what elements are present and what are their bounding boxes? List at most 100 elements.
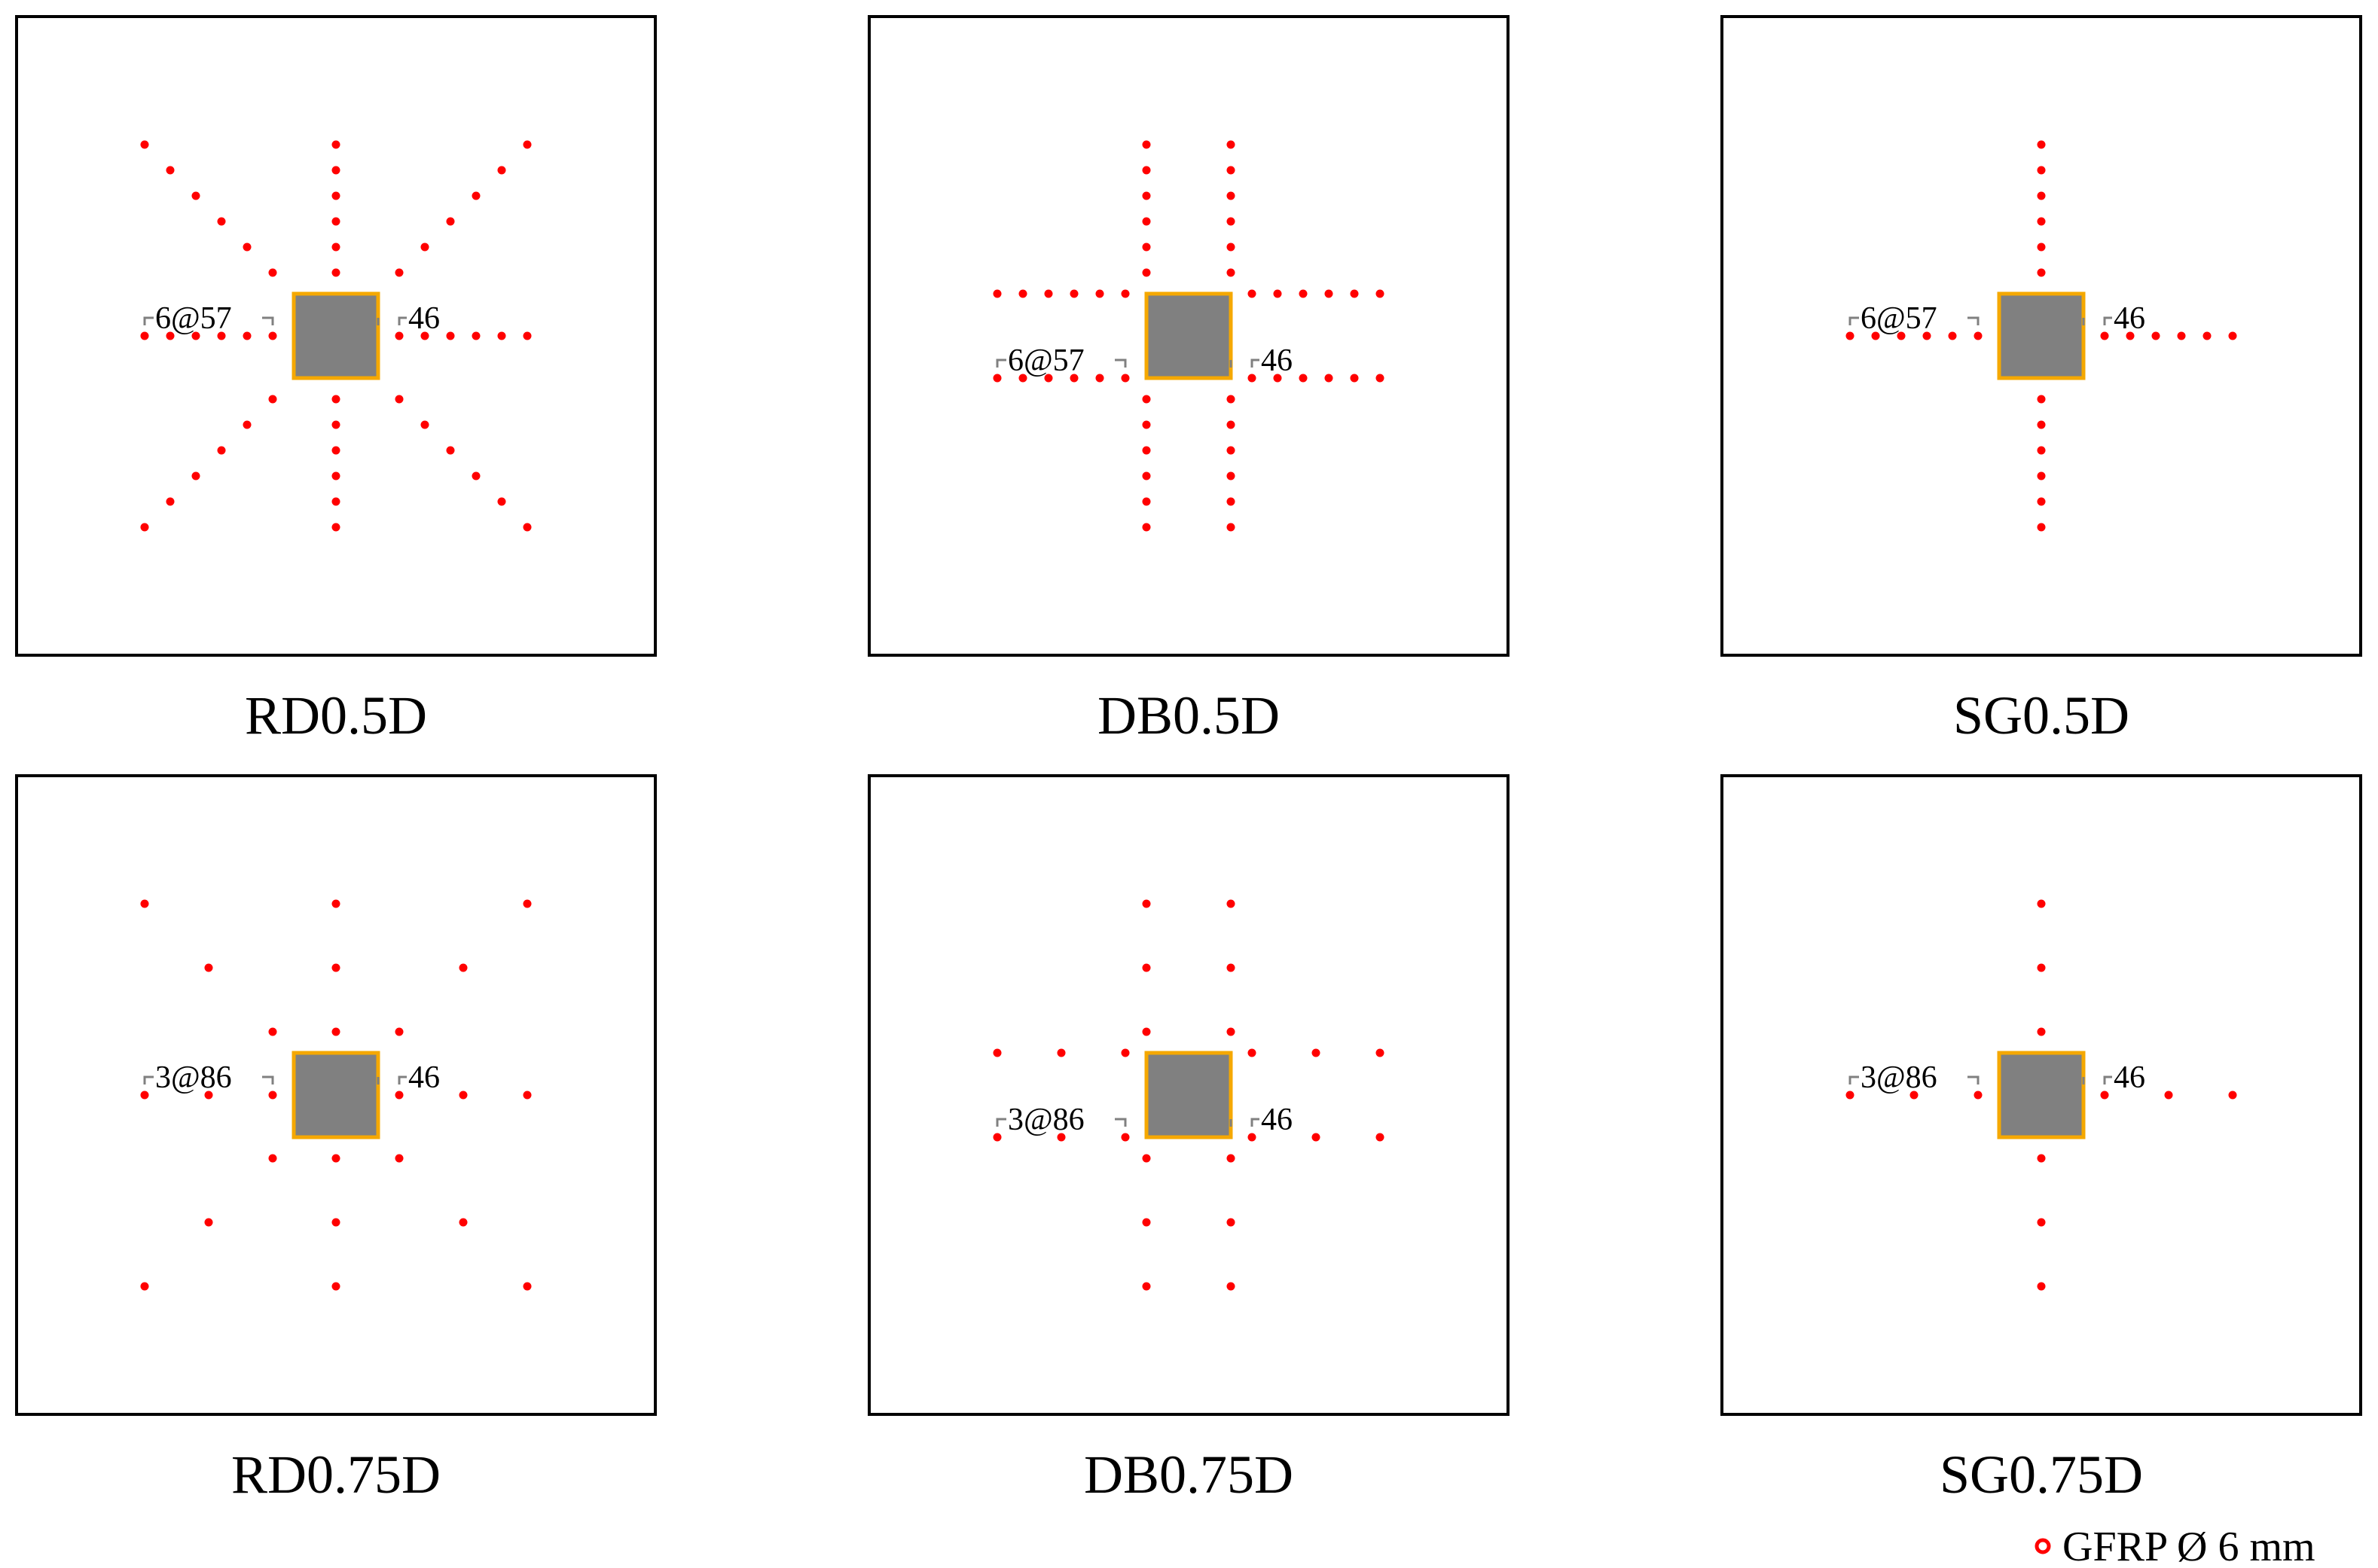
stud bbox=[331, 243, 340, 252]
stud bbox=[2037, 1154, 2046, 1163]
stud bbox=[459, 963, 468, 972]
panel-label: RD0.75D bbox=[231, 1444, 441, 1505]
stud bbox=[1142, 523, 1151, 532]
stud bbox=[1226, 268, 1235, 277]
stud bbox=[268, 395, 277, 404]
stud bbox=[1845, 331, 1854, 340]
stud bbox=[420, 243, 429, 252]
stud bbox=[191, 471, 200, 480]
stud bbox=[331, 523, 340, 532]
stud bbox=[1845, 1091, 1854, 1100]
stud bbox=[1057, 1133, 1066, 1142]
stud bbox=[204, 1091, 213, 1100]
stud bbox=[331, 1154, 340, 1163]
stud bbox=[1142, 243, 1151, 252]
stud bbox=[1226, 420, 1235, 429]
stud bbox=[993, 289, 1002, 298]
stud-spacing-dimension bbox=[1848, 1075, 1980, 1084]
stud bbox=[2037, 497, 2046, 506]
stud bbox=[1226, 963, 1235, 972]
stud bbox=[166, 497, 175, 506]
stud bbox=[217, 217, 226, 226]
stud bbox=[331, 140, 340, 149]
stud bbox=[395, 1091, 404, 1100]
first-stud-dimension bbox=[1229, 358, 1259, 368]
stud bbox=[1226, 523, 1235, 532]
stud bbox=[1121, 1133, 1130, 1142]
stud bbox=[1018, 374, 1027, 383]
first-stud-label: 46 bbox=[1261, 343, 1293, 378]
stud bbox=[420, 331, 429, 340]
stud bbox=[993, 1133, 1002, 1142]
stud bbox=[2037, 243, 2046, 252]
stud bbox=[1897, 331, 1906, 340]
stud-spacing-dimension bbox=[143, 1075, 274, 1084]
stud bbox=[1142, 140, 1151, 149]
panel-label: SG0.75D bbox=[1940, 1444, 2143, 1505]
stud bbox=[2202, 331, 2212, 340]
stud bbox=[204, 963, 213, 972]
stud bbox=[1273, 289, 1282, 298]
stud-spacing-label: 6@57 bbox=[155, 301, 232, 336]
stud bbox=[1247, 1048, 1256, 1057]
first-stud-label: 46 bbox=[408, 1060, 440, 1095]
stud bbox=[1070, 374, 1079, 383]
panel-sg0.5d: 6@57 46 bbox=[1720, 15, 2362, 657]
stud bbox=[166, 166, 175, 175]
stud bbox=[2037, 1027, 2046, 1036]
stud bbox=[140, 140, 149, 149]
first-stud-label: 46 bbox=[408, 301, 440, 336]
stud bbox=[446, 446, 455, 455]
stud bbox=[331, 166, 340, 175]
stud bbox=[1226, 471, 1235, 480]
stud bbox=[1142, 166, 1151, 175]
stud bbox=[140, 523, 149, 532]
stud bbox=[1350, 374, 1359, 383]
stud bbox=[217, 331, 226, 340]
stud bbox=[1226, 497, 1235, 506]
stud bbox=[243, 331, 252, 340]
stud bbox=[2037, 268, 2046, 277]
stud bbox=[2037, 899, 2046, 908]
stud bbox=[2037, 166, 2046, 175]
stud bbox=[1324, 374, 1333, 383]
stud bbox=[331, 420, 340, 429]
panel-label: DB0.5D bbox=[1097, 685, 1280, 746]
stud bbox=[1273, 374, 1282, 383]
stud bbox=[1226, 395, 1235, 404]
stud bbox=[166, 331, 175, 340]
stud bbox=[993, 374, 1002, 383]
stud bbox=[331, 1027, 340, 1036]
stud bbox=[2100, 331, 2109, 340]
stud bbox=[1121, 289, 1130, 298]
first-stud-label: 46 bbox=[2114, 301, 2145, 336]
stud bbox=[1070, 289, 1079, 298]
stud bbox=[2100, 1091, 2109, 1100]
stud bbox=[1324, 289, 1333, 298]
stud bbox=[191, 331, 200, 340]
stud bbox=[1299, 374, 1308, 383]
stud-spacing-dimension bbox=[143, 316, 274, 325]
stud bbox=[331, 217, 340, 226]
stud bbox=[140, 1282, 149, 1291]
stud bbox=[2037, 420, 2046, 429]
stud bbox=[1247, 374, 1256, 383]
stud bbox=[1121, 1048, 1130, 1057]
stud bbox=[523, 331, 532, 340]
stud bbox=[1226, 446, 1235, 455]
stud bbox=[1375, 374, 1384, 383]
stud bbox=[1142, 1027, 1151, 1036]
stud bbox=[1018, 289, 1027, 298]
first-stud-label: 46 bbox=[2114, 1060, 2145, 1095]
stud bbox=[1142, 1154, 1151, 1163]
stud bbox=[497, 166, 506, 175]
stud bbox=[331, 446, 340, 455]
stud bbox=[1948, 331, 1957, 340]
stud-spacing-label: 6@57 bbox=[1861, 301, 1937, 336]
stud bbox=[2037, 217, 2046, 226]
stud bbox=[331, 963, 340, 972]
first-stud-dimension bbox=[2082, 316, 2112, 325]
stud bbox=[395, 268, 404, 277]
